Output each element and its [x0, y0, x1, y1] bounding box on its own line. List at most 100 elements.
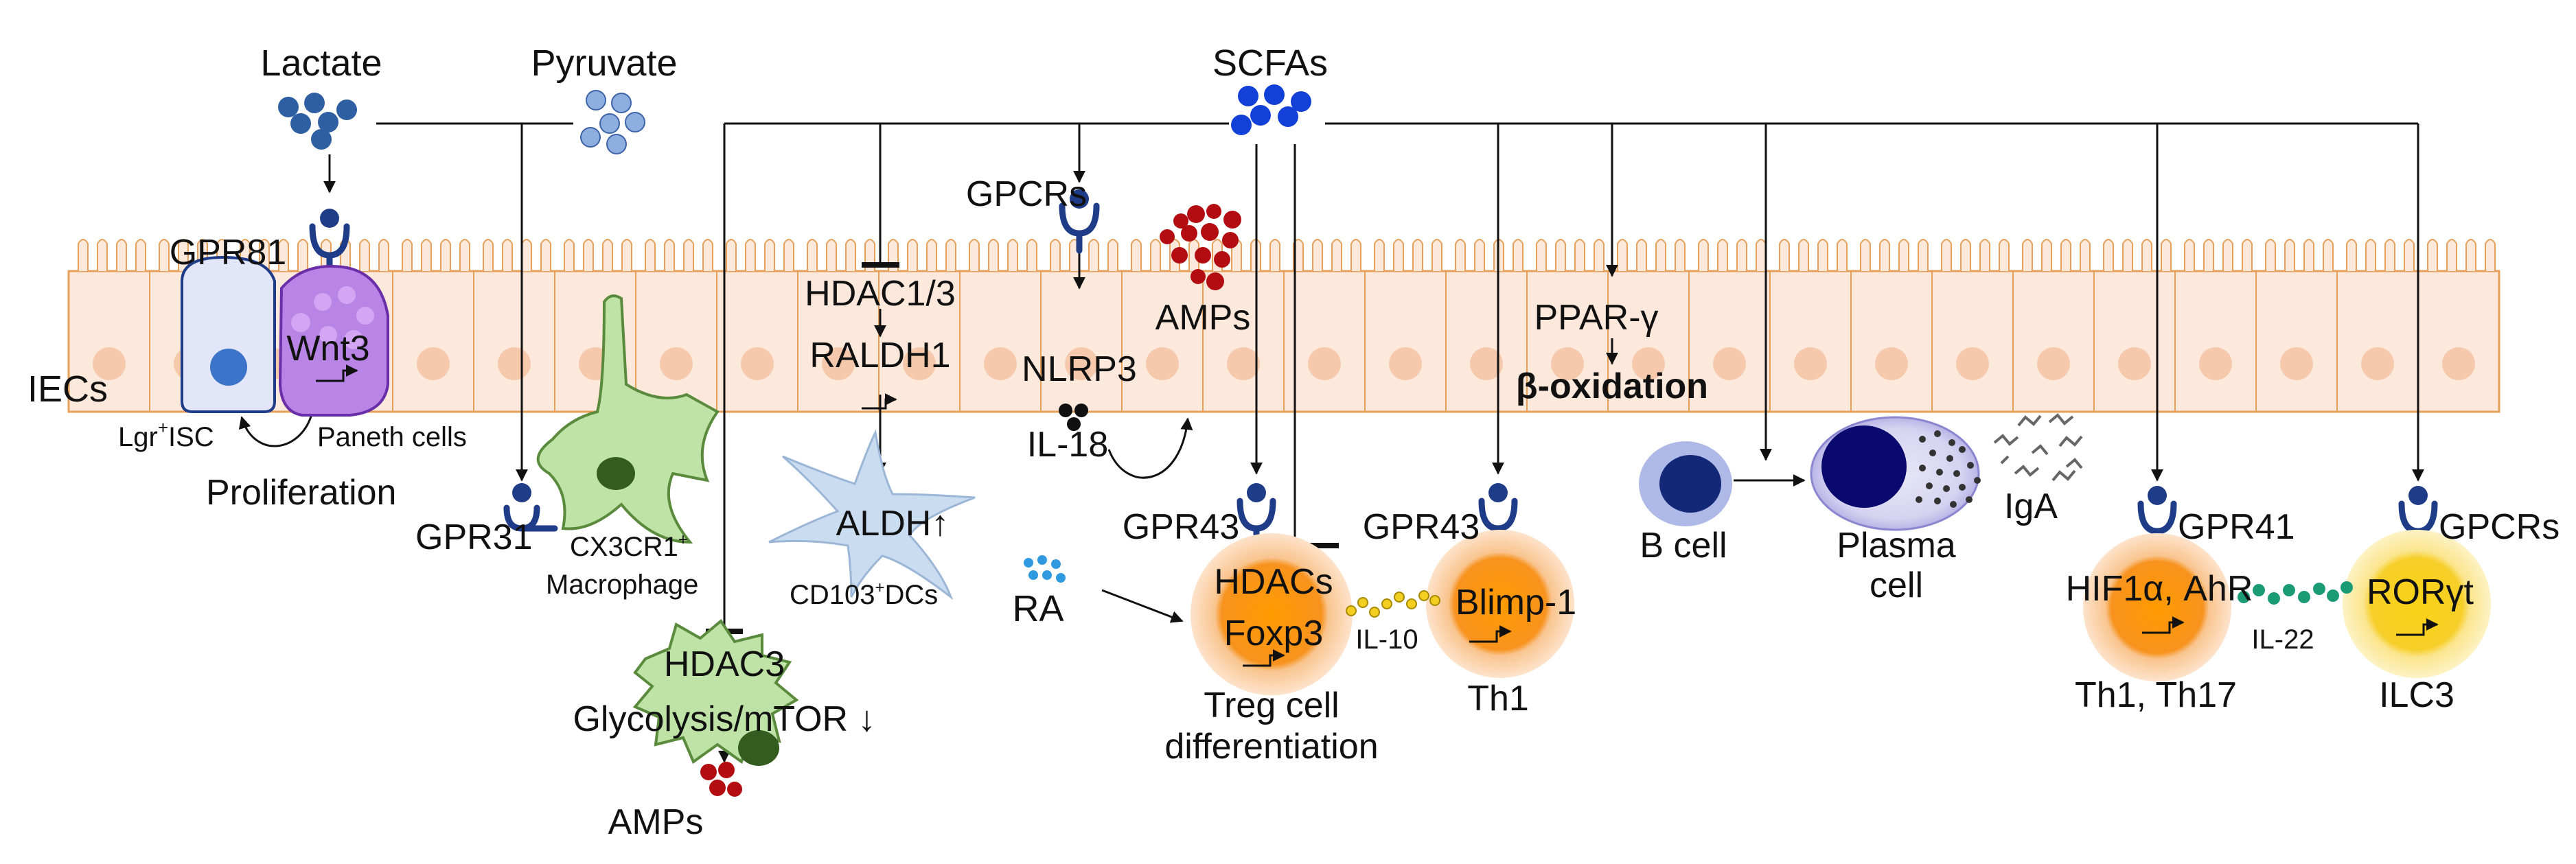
label-amps-bottom: AMPs — [608, 802, 704, 842]
microvillus — [564, 239, 575, 271]
label-macrophage-line1: CX3CR1+ — [570, 530, 688, 562]
microvillus — [1431, 239, 1442, 271]
epithelial-nucleus — [1794, 347, 1827, 380]
microvillus — [1736, 239, 1747, 271]
label-paneth-cells: Paneth cells — [317, 422, 467, 452]
epithelial-nucleus — [417, 347, 450, 380]
label-gpr43-th1: GPR43 — [1363, 507, 1480, 547]
microvillus — [2384, 239, 2395, 271]
label-glycolysis: Glycolysis/mTOR ↓ — [573, 699, 875, 739]
microvillus — [807, 239, 818, 271]
label-b-cell: B cell — [1640, 526, 1727, 565]
microvillus — [78, 239, 89, 271]
label-th1-th17: Th1, Th17 — [2075, 675, 2237, 715]
iga-molecules — [1993, 413, 2083, 482]
microvillus — [1474, 239, 1485, 271]
label-treg-line1: Treg cell — [1204, 686, 1339, 725]
microvillus — [1756, 239, 1767, 271]
epithelial-nucleus — [1470, 347, 1503, 380]
microvillus — [945, 239, 956, 271]
epithelial-nucleus — [741, 347, 774, 380]
microvillus — [378, 239, 389, 271]
microvillus — [2242, 239, 2253, 271]
epithelial-nucleus — [93, 347, 126, 380]
microvillus — [1817, 239, 1828, 271]
epithelial-nucleus — [1632, 347, 1665, 380]
microvillus — [726, 239, 737, 271]
microvillus — [1107, 239, 1118, 271]
microvillus — [988, 239, 999, 271]
dendritic-cell — [768, 429, 976, 600]
microvillus — [540, 239, 551, 271]
epithelial-nucleus — [1227, 347, 1260, 380]
label-raldh1: RALDH1 — [809, 336, 950, 375]
label-il10: IL-10 — [1355, 624, 1418, 655]
epithelial-nucleus — [2037, 347, 2070, 380]
microvillus — [926, 239, 937, 271]
microvillus — [135, 239, 146, 271]
plasma-cell — [1810, 416, 1981, 531]
label-gpr41: GPR41 — [2178, 507, 2295, 547]
label-hif1-ahr: HIF1α, AhR — [2066, 569, 2253, 609]
microvillus — [1312, 239, 1323, 271]
glycolysis-macrophage — [632, 619, 799, 766]
label-gpr81: GPR81 — [170, 233, 287, 272]
amps-bottom-molecules — [700, 762, 742, 797]
label-plasma-line1: Plasma — [1837, 526, 1955, 565]
microvillus — [421, 239, 432, 271]
label-nlrp3: NLRP3 — [1022, 349, 1137, 389]
epithelial-nucleus — [903, 347, 936, 380]
label-beta-oxidation: β-oxidation — [1516, 366, 1708, 406]
label-gpcrs-ilc3: GPCRs — [2439, 507, 2560, 547]
microvillus — [764, 239, 775, 271]
label-aldh: ALDH↑ — [836, 504, 950, 544]
microvillus — [2485, 239, 2496, 271]
label-plasma-line2: cell — [1870, 565, 1923, 605]
microvillus — [359, 239, 370, 271]
th1-th17-cell — [2083, 533, 2231, 681]
microvillus — [2080, 239, 2091, 271]
microvillus — [583, 239, 594, 271]
microvillus — [2404, 239, 2415, 271]
microvillus — [1513, 239, 1523, 271]
microvillus — [502, 239, 513, 271]
microvillus — [621, 239, 632, 271]
label-lactate: Lactate — [260, 43, 382, 84]
epithelial-nucleus — [1065, 347, 1098, 380]
microvillus — [97, 239, 108, 271]
il18-molecules — [1059, 404, 1088, 431]
microvillus — [1088, 239, 1099, 271]
microvillus — [2041, 239, 2052, 271]
microvillus — [1698, 239, 1709, 271]
microvillus — [1374, 239, 1385, 271]
microvillus — [1879, 239, 1890, 271]
il10-molecules — [1346, 590, 1440, 618]
microvillus — [907, 239, 918, 271]
receptor-gpcrs-epithelial — [1059, 189, 1100, 254]
microvillus — [1007, 239, 1018, 271]
label-hdac13: HDAC1/3 — [805, 274, 956, 314]
label-wnt3: Wnt3 — [286, 329, 369, 369]
microvillus — [297, 239, 308, 271]
microvillus — [2022, 239, 2033, 271]
label-scfas: SCFAs — [1212, 43, 1328, 84]
microvillus — [2203, 239, 2214, 271]
text-labels: Lactate Pyruvate SCFAs GPR81 Wnt3 IECs L… — [27, 43, 2560, 842]
microvillus — [1131, 239, 1142, 271]
microvillus — [1269, 239, 1280, 271]
microvillus — [1837, 239, 1848, 271]
epithelial-nucleus — [2199, 347, 2232, 380]
microvillus — [2365, 239, 2376, 271]
lactate-molecules — [278, 93, 357, 150]
epithelial-nucleus — [822, 347, 855, 380]
microvillus — [2161, 239, 2172, 271]
epithelial-nucleus — [1956, 347, 1989, 380]
microvillus — [2427, 239, 2438, 271]
epithelial-nucleus — [1713, 347, 1746, 380]
microvillus — [1412, 239, 1423, 271]
microvillus — [1150, 239, 1161, 271]
microvillus — [1675, 239, 1686, 271]
microvillus — [483, 239, 494, 271]
label-gpr43-treg: GPR43 — [1123, 507, 1240, 547]
microvillus — [1026, 239, 1037, 271]
